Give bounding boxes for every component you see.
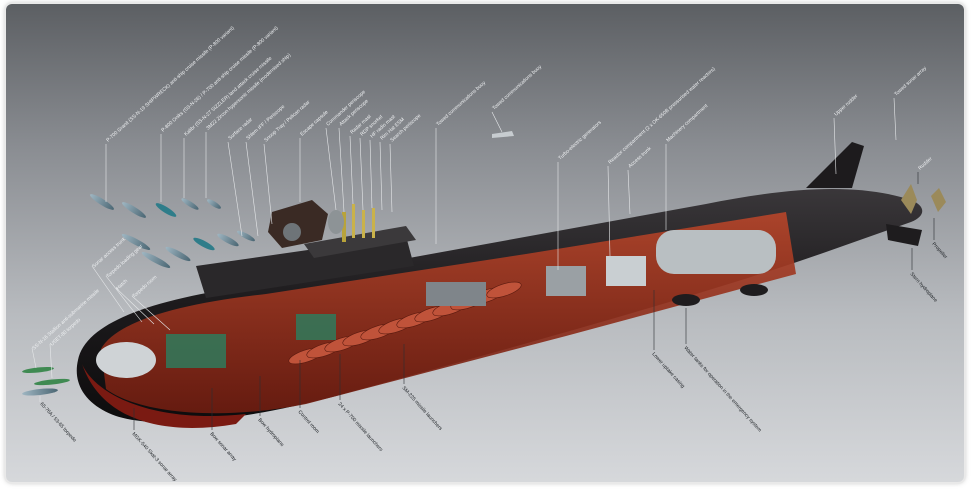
diagram-frame: P-700 Granit (SS-N-19 SHIPWRECK) anti-sh… — [6, 4, 964, 482]
callout-l17: Towed communications buoy — [491, 64, 543, 133]
label-l26: Hatch — [115, 278, 129, 291]
submarine-cutaway-diagram: P-700 Granit (SS-N-19 SHIPWRECK) anti-sh… — [22, 25, 949, 482]
label-l30: 65-76A / 53-65 torpedo — [39, 401, 78, 443]
label-l20: Access trunk — [627, 146, 653, 170]
label-l33: Bow hydroplane — [257, 417, 286, 448]
label-l31: MGK-540 Skat-3 sonar array — [131, 431, 179, 482]
label-l19: Reactor compartment (2 x OK-650B pressur… — [607, 66, 717, 166]
label-l39: Propeller — [931, 241, 949, 260]
label-l17: Towed communications buoy — [491, 64, 543, 112]
sail-top — [304, 226, 416, 258]
callout-l30: 65-76A / 53-65 torpedo — [39, 396, 78, 444]
label-l18: Turbo-electric generators — [557, 119, 603, 161]
missile-display — [22, 131, 514, 396]
label-l41: Rudder — [917, 156, 933, 172]
label-l35: 24 x P-700 missile launchers — [337, 401, 385, 453]
bow-red-base — [82, 364, 246, 428]
label-l40: Stern hydroplane — [909, 271, 939, 303]
label-l36: SM-225 missile launchers — [401, 385, 444, 432]
sail — [196, 236, 414, 298]
escape-capsule — [268, 200, 328, 248]
internal-equipment — [96, 230, 776, 378]
label-l37: Lower uptake casing — [651, 351, 686, 389]
label-l38: Water tanks for operation in the emergen… — [683, 345, 763, 433]
callout-l41: Rudder — [917, 156, 934, 184]
callout-l38: Water tanks for operation in the emergen… — [683, 308, 763, 433]
callout-l23: Towed sonar array — [893, 65, 928, 141]
label-l16: Towed communications buoy — [435, 80, 487, 128]
upper-rudder — [806, 142, 864, 188]
label-l32: Bow sonar array — [209, 431, 238, 462]
launch-tube — [486, 281, 522, 299]
callout-l1: P-700 Granit (SS-N-19 SHIPWRECK) anti-sh… — [105, 25, 236, 202]
label-l23: Towed sonar array — [893, 65, 928, 97]
callout-l40: Stern hydroplane — [909, 248, 939, 304]
callout-l16: Towed communications buoy — [435, 80, 487, 244]
label-l27: Torpedo room — [131, 274, 158, 299]
label-l22: Upper rudder — [833, 93, 859, 117]
callout-l39: Propeller — [931, 218, 949, 260]
callout-l20: Access trunk — [627, 146, 653, 215]
callout-l10: Attack periscope — [338, 98, 370, 213]
label-l34: Control room — [297, 409, 321, 434]
